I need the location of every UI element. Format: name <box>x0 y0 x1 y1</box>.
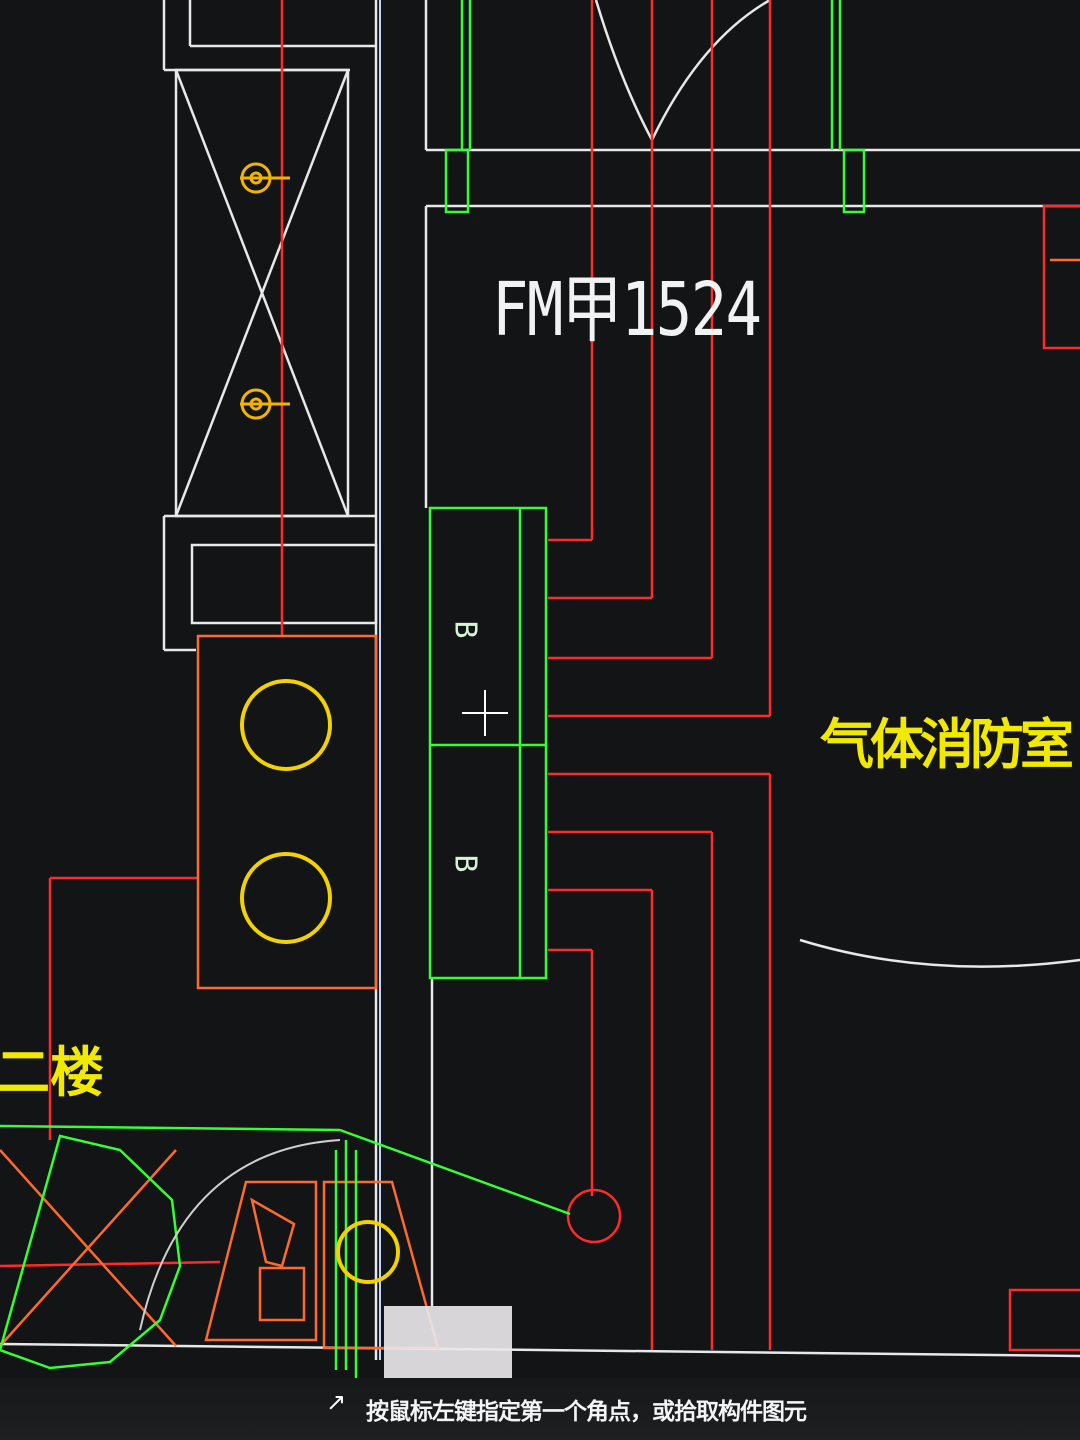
command-prompt: 按鼠标左键指定第一个角点，或拾取构件图元 <box>366 1399 807 1425</box>
pipe-lines-red <box>0 0 1080 1352</box>
wall-lines <box>0 0 1080 1360</box>
device-circles <box>240 679 400 1284</box>
room-label: 气体消防室 <box>820 713 1074 776</box>
detector-icon <box>240 162 290 420</box>
crosshair-icon <box>462 690 508 736</box>
cabinet-label-top: B <box>447 620 483 639</box>
selection-box <box>384 1306 512 1378</box>
pipe-lines-orange <box>0 258 1080 1350</box>
pointer-icon: ↗ <box>326 1388 347 1416</box>
door-label: FM甲1524 <box>492 267 762 353</box>
floor-label: 二楼 <box>0 1041 104 1104</box>
command-line-bar <box>0 1378 1080 1440</box>
cabinet-label-bottom: B <box>447 854 483 873</box>
grey-arc <box>139 1139 341 1331</box>
green-equipment <box>0 0 866 1380</box>
